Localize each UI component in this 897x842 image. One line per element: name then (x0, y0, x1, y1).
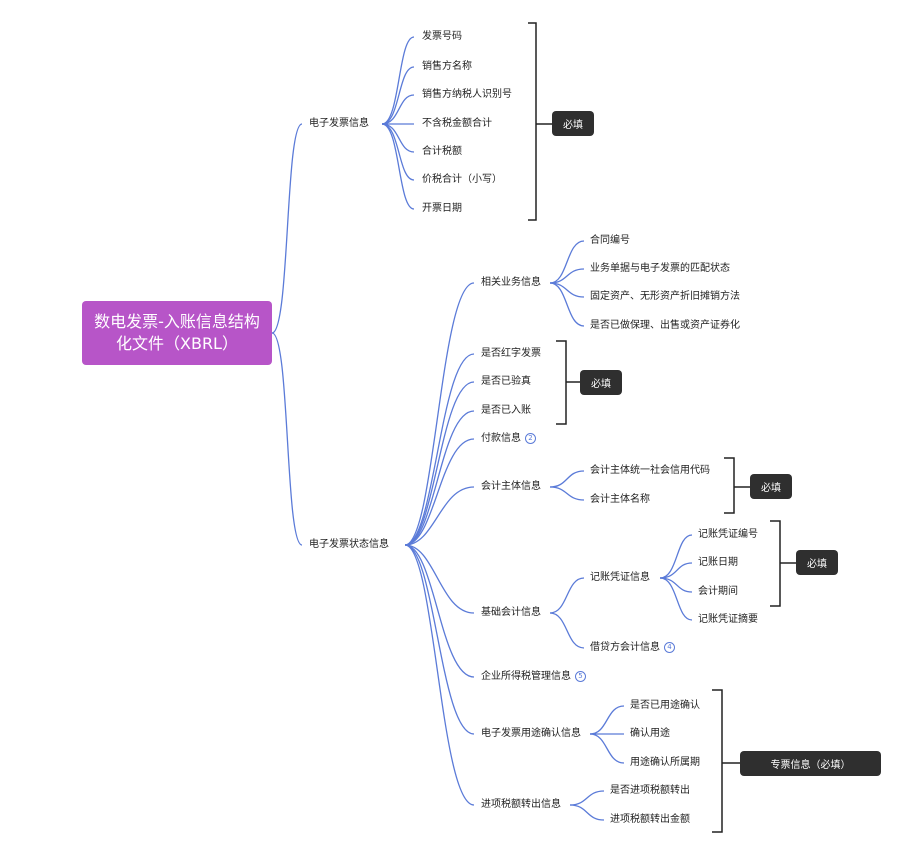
collapsed-count-badge[interactable]: 4 (664, 642, 675, 653)
node-issue-date[interactable]: 开票日期 (422, 203, 462, 214)
node-invoice-number[interactable]: 发票号码 (422, 31, 462, 42)
required-badge: 必填 (552, 111, 594, 136)
collapsed-count-badge[interactable]: 2 (525, 433, 536, 444)
root-topic[interactable]: 数电发票-入账信息结构化文件（XBRL） (82, 301, 272, 365)
node-depreciation-method[interactable]: 固定资产、无形资产折旧摊销方法 (590, 291, 740, 302)
branch-invoice-info[interactable]: 电子发票信息 (309, 118, 369, 129)
required-badge: 必填 (750, 474, 792, 499)
node-seller-name[interactable]: 销售方名称 (422, 61, 472, 72)
required-badge: 必填 (580, 370, 622, 395)
node-confirmed-usage[interactable]: 确认用途 (630, 728, 670, 739)
node-seller-taxid[interactable]: 销售方纳税人识别号 (422, 89, 512, 100)
node-voucher-summary[interactable]: 记账凭证摘要 (698, 614, 758, 625)
node-entity-credit-code[interactable]: 会计主体统一社会信用代码 (590, 465, 710, 476)
node-contract-number[interactable]: 合同编号 (590, 235, 630, 246)
node-match-status[interactable]: 业务单据与电子发票的匹配状态 (590, 263, 730, 274)
node-transfer-amount[interactable]: 进项税额转出金额 (610, 814, 690, 825)
node-usage-period[interactable]: 用途确认所属期 (630, 757, 700, 768)
special-invoice-badge: 专票信息（必填） (740, 751, 881, 776)
node-is-verified[interactable]: 是否已验真 (481, 376, 531, 387)
node-total-tax[interactable]: 合计税额 (422, 146, 462, 157)
node-voucher-number[interactable]: 记账凭证编号 (698, 529, 758, 540)
node-is-red-invoice[interactable]: 是否红字发票 (481, 348, 541, 359)
node-usage-confirm[interactable]: 电子发票用途确认信息 (481, 728, 581, 739)
node-is-recorded[interactable]: 是否已入账 (481, 405, 531, 416)
node-related-business[interactable]: 相关业务信息 (481, 277, 541, 288)
node-factoring[interactable]: 是否已做保理、出售或资产证券化 (590, 320, 740, 331)
node-basic-accounting[interactable]: 基础会计信息 (481, 607, 541, 618)
node-entity-name[interactable]: 会计主体名称 (590, 494, 650, 505)
node-tax-transfer[interactable]: 进项税额转出信息 (481, 799, 561, 810)
node-voucher-info[interactable]: 记账凭证信息 (590, 572, 650, 583)
node-voucher-date[interactable]: 记账日期 (698, 557, 738, 568)
node-amount-excl-tax[interactable]: 不含税金额合计 (422, 118, 492, 129)
node-is-tax-transferred[interactable]: 是否进项税额转出 (610, 785, 690, 796)
node-entity-info[interactable]: 会计主体信息 (481, 481, 541, 492)
required-badge: 必填 (796, 550, 838, 575)
collapsed-count-badge[interactable]: 5 (575, 671, 586, 682)
node-total-incl-tax[interactable]: 价税合计（小写） (422, 174, 502, 185)
node-usage-confirmed[interactable]: 是否已用途确认 (630, 700, 700, 711)
node-accounting-period[interactable]: 会计期间 (698, 586, 738, 597)
branch-invoice-status[interactable]: 电子发票状态信息 (309, 539, 389, 550)
